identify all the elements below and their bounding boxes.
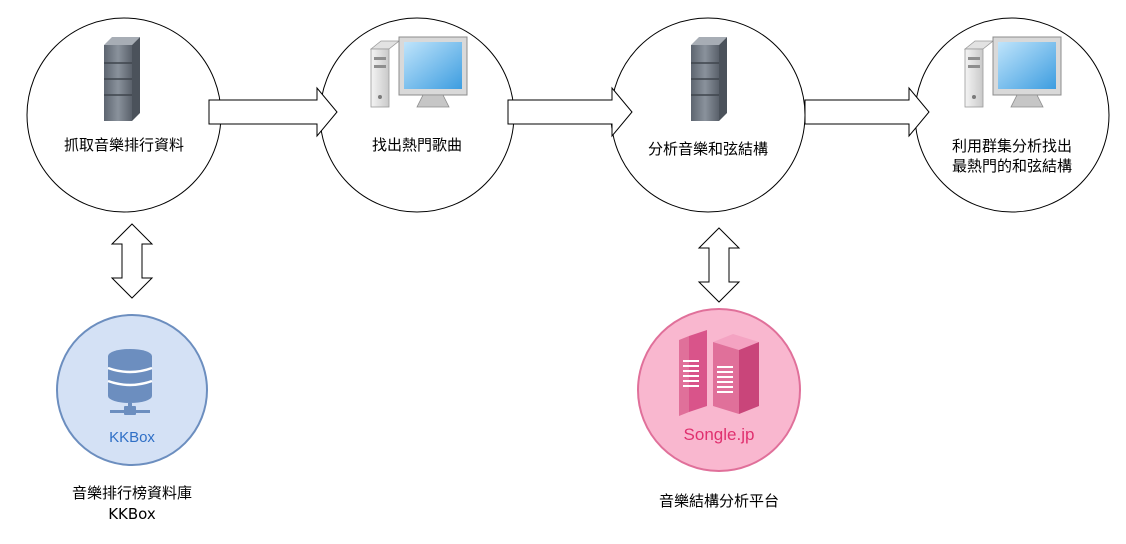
source-caption-songle: 音樂結構分析平台 [658,492,779,510]
server-tower-icon [104,37,140,121]
source-caption-kkbox: 音樂排行榜資料庫 KKBox [71,484,192,523]
bidirectional-arrow-songle [697,227,741,303]
server-tower-icon [691,37,727,121]
step-label-3: 分析音樂和弦結構 [647,140,768,158]
step-label-4: 利用群集分析找出 最熱門的和弦結構 [951,137,1072,175]
step-label-2: 找出熱門歌曲 [371,136,462,154]
desktop-computer-icon [963,36,1062,108]
bidirectional-arrow-kkbox [110,223,154,299]
server-rack-icon [679,330,759,416]
database-icon [107,349,153,415]
flow-arrow-3-4 [804,86,930,138]
flow-arrow-1-2 [208,86,338,138]
flow-arrow-2-3 [507,86,633,138]
source-name-kkbox: KKBox [109,429,155,446]
source-name-songle: Songle.jp [684,425,755,444]
desktop-computer-icon [369,36,468,108]
step-label-1: 抓取音樂排行資料 [63,136,184,154]
